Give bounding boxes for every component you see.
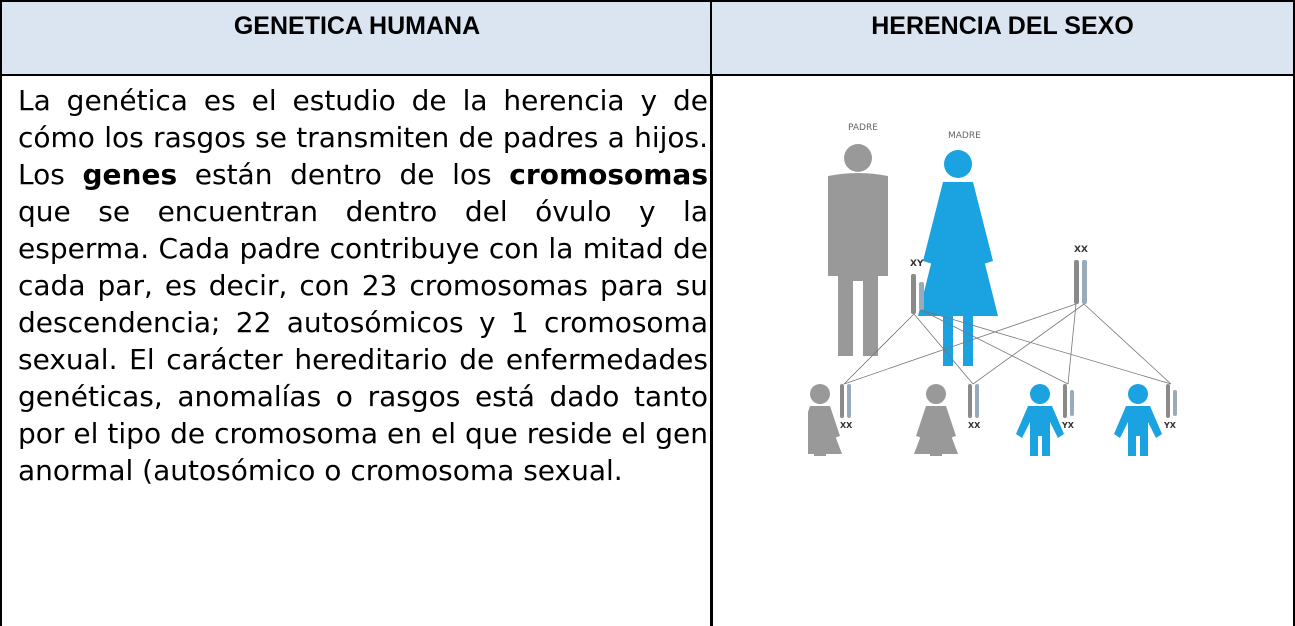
child1-chromosomes: XX (840, 421, 853, 430)
paragraph-text-2: están dentro de los (177, 158, 510, 191)
figure-cell: PADRE MADRE XY XX (710, 74, 1295, 626)
paragraph-text-1: La genética es el estudio de la herencia… (18, 84, 708, 191)
mother-label: MADRE (948, 131, 981, 141)
header-herencia-del-sexo: HERENCIA DEL SEXO (871, 12, 1134, 40)
header-cell-sex-inheritance: HERENCIA DEL SEXO (710, 0, 1295, 76)
header-genetica-humana: GENETICA HUMANA (233, 12, 481, 40)
father-label: PADRE (848, 123, 878, 133)
mother-chromosomes-label: XX (1074, 245, 1088, 255)
daughter-figure-2 (914, 384, 958, 456)
bold-genes: genes (82, 158, 178, 191)
children-chromosomes (840, 384, 1177, 418)
bold-cromosomas: cromosomas (509, 158, 708, 191)
mother-chromosome-pair (1074, 260, 1087, 304)
father-figure (828, 144, 888, 356)
genetics-text-cell: La genética es el estudio de la herencia… (0, 74, 712, 626)
inheritance-lines (843, 303, 1172, 385)
child2-chromosomes: XX (968, 421, 981, 430)
child3-chromosomes: YX (1061, 421, 1075, 430)
father-chromosome-pair (911, 274, 924, 314)
child4-chromosomes: YX (1163, 421, 1177, 430)
son-figure-1 (1016, 384, 1064, 456)
father-chromosomes-label: XY (910, 259, 924, 269)
daughter-figure-1 (808, 384, 842, 456)
mother-figure (918, 150, 998, 366)
paragraph-text-3: que se encuentran dentro del óvulo y la … (18, 195, 708, 487)
sex-inheritance-diagram: PADRE MADRE XY XX (808, 123, 1177, 456)
header-cell-genetics: GENETICA HUMANA (0, 0, 712, 76)
son-figure-2 (1114, 384, 1162, 456)
genetics-paragraph: La genética es el estudio de la herencia… (18, 82, 708, 489)
